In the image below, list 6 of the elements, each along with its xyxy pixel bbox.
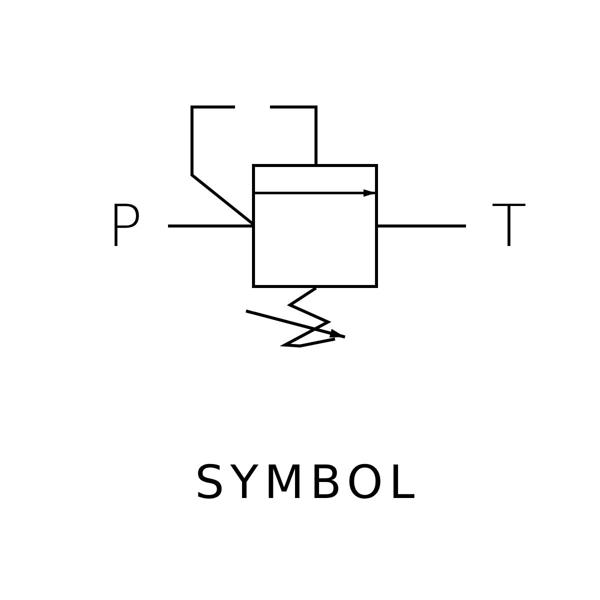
- connection-line: [378, 224, 466, 228]
- port-label: P: [100, 194, 150, 258]
- valve-box: [252, 164, 378, 288]
- caption-text: SYMBOL: [195, 455, 421, 509]
- connection-line: [168, 224, 252, 228]
- port-label: T: [484, 194, 534, 258]
